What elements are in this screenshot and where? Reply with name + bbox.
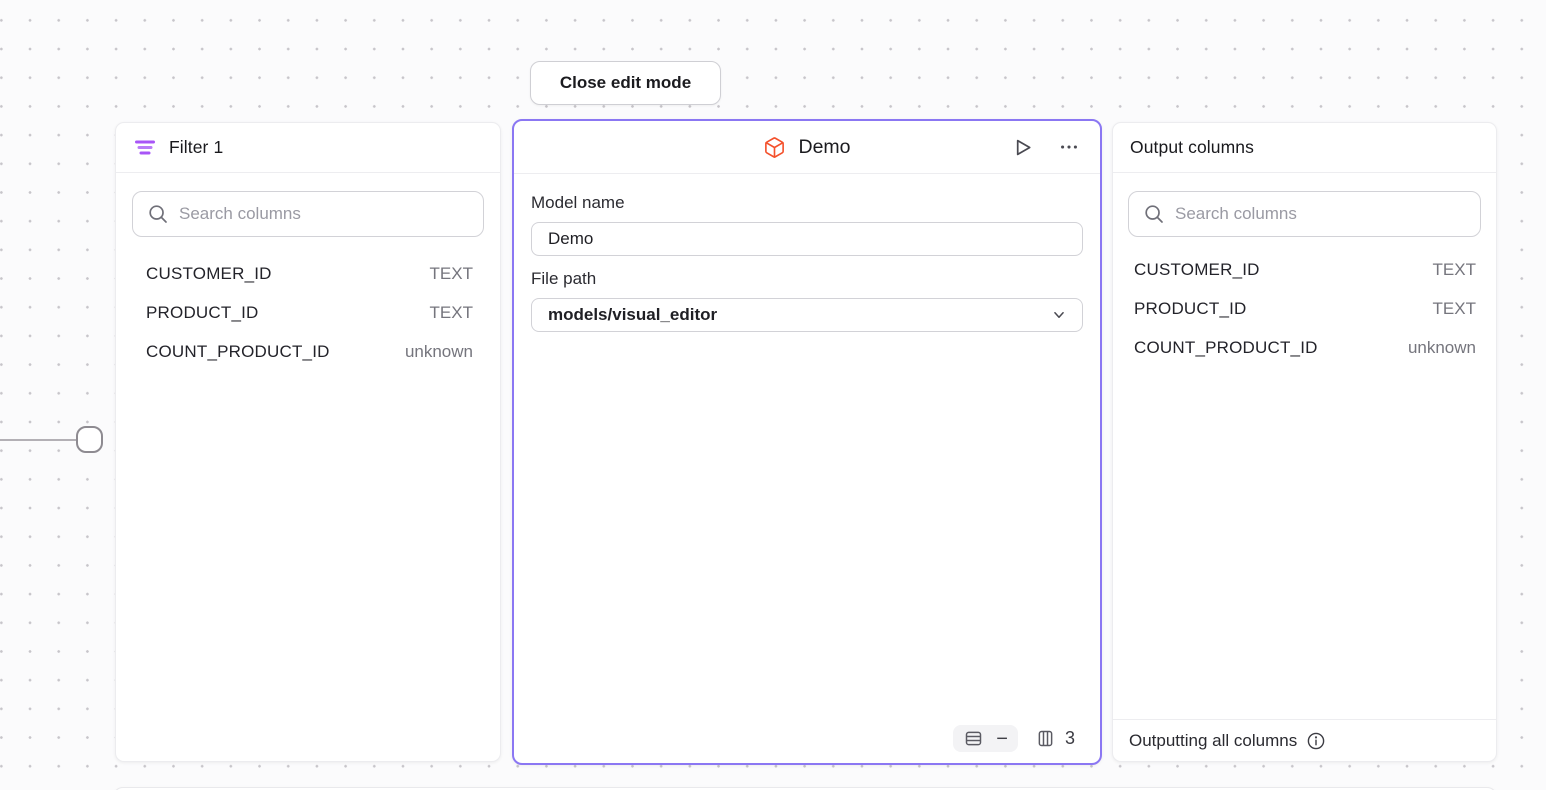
column-row[interactable]: PRODUCT_ID TEXT [146, 293, 473, 332]
table-columns-icon [1035, 728, 1056, 749]
model-name-input[interactable] [531, 222, 1083, 256]
output-search-box[interactable] [1128, 191, 1481, 237]
model-name-label: Model name [531, 193, 625, 212]
more-options-button[interactable] [1056, 134, 1082, 160]
model-preview-stats: − 3 [953, 725, 1075, 752]
column-name: PRODUCT_ID [146, 302, 259, 322]
column-count-stat[interactable]: 3 [1035, 728, 1075, 749]
close-edit-mode-button[interactable]: Close edit mode [530, 61, 721, 105]
filter-lines-icon [134, 139, 156, 156]
column-type: TEXT [1432, 259, 1476, 279]
outputting-all-columns-text: Outputting all columns [1129, 730, 1298, 750]
output-panel-footer: Outputting all columns [1113, 719, 1496, 761]
column-count-value: 3 [1064, 728, 1075, 748]
info-icon[interactable] [1306, 731, 1326, 751]
column-name: PRODUCT_ID [1134, 298, 1247, 318]
column-row[interactable]: CUSTOMER_ID TEXT [146, 254, 473, 293]
play-icon [1011, 136, 1034, 159]
filter-panel-title: Filter 1 [169, 137, 224, 157]
ellipsis-icon [1058, 136, 1080, 158]
search-icon [1144, 204, 1164, 224]
search-icon [148, 204, 168, 224]
table-rows-icon [963, 728, 984, 749]
filter-search-box[interactable] [132, 191, 484, 237]
column-name: COUNT_PRODUCT_ID [1134, 337, 1318, 357]
column-row[interactable]: COUNT_PRODUCT_ID unknown [146, 332, 473, 371]
edge-connector-line [0, 439, 77, 441]
output-panel-header: Output columns [1113, 123, 1496, 173]
column-name: COUNT_PRODUCT_ID [146, 341, 330, 361]
file-path-select[interactable]: models/visual_editor [531, 298, 1083, 332]
filter-column-list: CUSTOMER_ID TEXT PRODUCT_ID TEXT COUNT_P… [116, 254, 500, 371]
column-name: CUSTOMER_ID [146, 263, 272, 283]
edge-connection-handle[interactable] [76, 426, 103, 453]
column-type: TEXT [429, 302, 473, 322]
column-name: CUSTOMER_ID [1134, 259, 1260, 279]
row-count-stat[interactable]: − [953, 725, 1018, 752]
run-model-button[interactable] [1009, 134, 1036, 161]
column-type: unknown [404, 341, 473, 361]
filter-panel-header: Filter 1 [116, 123, 500, 173]
output-column-list: CUSTOMER_ID TEXT PRODUCT_ID TEXT COUNT_P… [1113, 250, 1496, 367]
filter-search-input[interactable] [179, 204, 468, 224]
model-cube-icon [763, 136, 786, 159]
file-path-value: models/visual_editor [548, 305, 718, 324]
column-row[interactable]: COUNT_PRODUCT_ID unknown [1134, 328, 1476, 367]
column-type: unknown [1407, 337, 1476, 357]
column-type: TEXT [429, 263, 473, 283]
column-row[interactable]: PRODUCT_ID TEXT [1134, 289, 1476, 328]
row-count-value: − [996, 727, 1008, 750]
model-node-panel: Demo Model name File path [512, 119, 1102, 765]
model-panel-header: Demo [514, 121, 1100, 174]
file-path-label: File path [531, 269, 597, 288]
model-panel-title: Demo [798, 135, 851, 158]
output-columns-panel: Output columns CUSTOMER_ID TEXT PRODUCT_… [1112, 122, 1497, 762]
output-panel-title: Output columns [1130, 137, 1254, 157]
column-type: TEXT [1432, 298, 1476, 318]
column-row[interactable]: CUSTOMER_ID TEXT [1134, 250, 1476, 289]
output-search-input[interactable] [1175, 204, 1465, 224]
filter-node-panel: Filter 1 CUSTOMER_ID TEXT PRODUCT_ID TEX… [115, 122, 501, 762]
chevron-down-icon [1050, 306, 1068, 324]
